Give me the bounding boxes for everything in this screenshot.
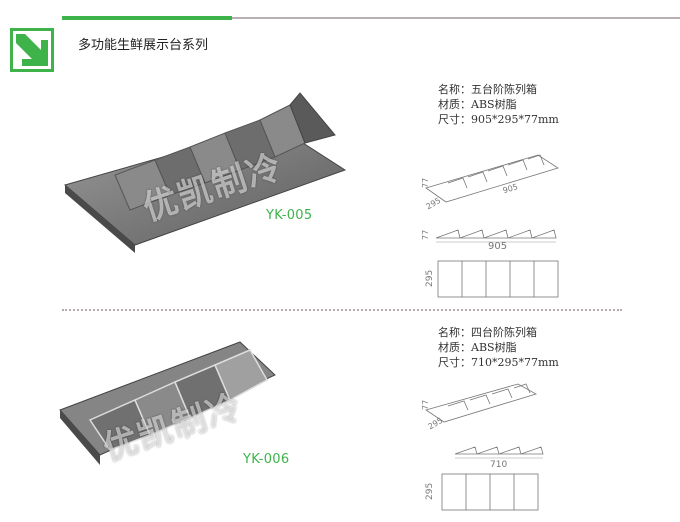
header-accent-line [62,16,232,20]
drawing-isometric-yk006: 77 295 [421,383,538,430]
drawing-side-yk006: 710 [454,446,544,468]
dim-height: 77 [421,400,430,410]
dim-width: 295 [427,416,445,430]
dim-width: 295 [425,196,443,211]
drawing-top-yk006: 295 [425,473,539,511]
dim-height: 77 [421,230,430,240]
dim-height: 77 [421,178,430,188]
dim-length: 905 [488,241,507,250]
spec-material: 材质：ABS树脂 [438,98,517,111]
dim-width: 295 [425,270,435,287]
model-label: YK-006 [243,452,290,467]
page-title: 多功能生鲜展示台系列 [78,38,209,53]
spec-name: 名称：五台阶陈列箱 [438,83,537,96]
spec-size: 尺寸：905*295*77mm [438,113,559,126]
drawing-top-yk005: 295 [425,260,559,298]
dim-length: 710 [490,460,507,468]
product-specs: 名称：四台阶陈列箱 材质：ABS树脂 尺寸：710*295*77mm [438,325,559,370]
drawing-side-yk005: 77 905 [421,229,557,250]
product-photo-yk005 [63,92,347,253]
spec-size: 尺寸：710*295*77mm [438,356,559,369]
product-photo-yk006 [59,341,276,465]
model-label: YK-005 [266,208,313,223]
dim-width: 295 [425,483,435,500]
spec-material: 材质：ABS树脂 [438,341,517,354]
product-specs: 名称：五台阶陈列箱 材质：ABS树脂 尺寸：905*295*77mm [438,82,559,127]
dim-length: 905 [502,182,519,195]
arrow-down-right-icon [16,34,48,66]
header-line [232,17,680,19]
section-divider [62,309,622,311]
drawing-isometric-yk005: 77 295 905 [421,154,559,211]
brand-logo [10,28,54,72]
spec-name: 名称：四台阶陈列箱 [438,326,537,339]
